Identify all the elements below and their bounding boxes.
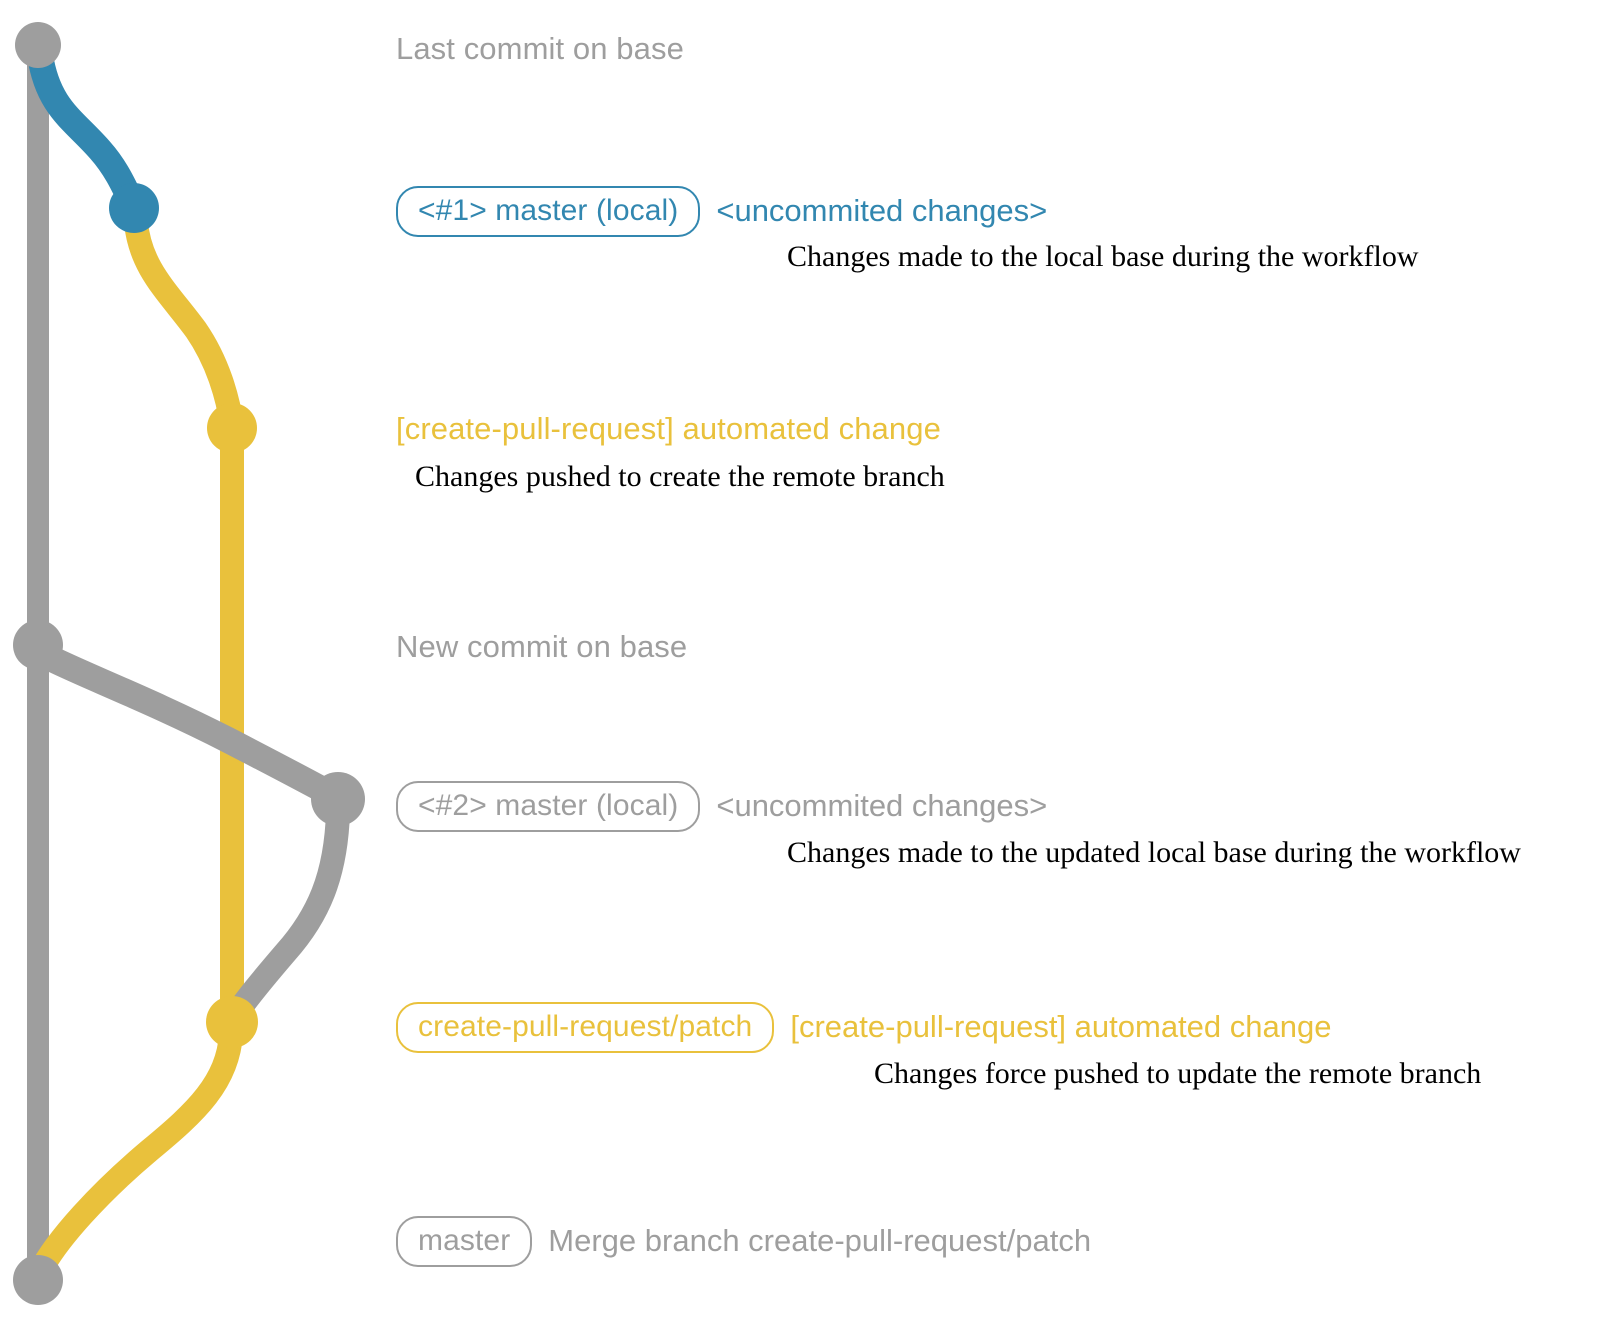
commit-message-local-1: <uncommited changes> (716, 193, 1048, 229)
commit-description-automated-change-1: Changes pushed to create the remote bran… (415, 460, 945, 493)
commit-description-local-2: Changes made to the updated local base d… (787, 836, 1521, 869)
commit-row-automated-change-1: [create-pull-request] automated change (396, 411, 941, 446)
branch-badge-master[interactable]: master (396, 1216, 533, 1267)
commit-row-local-1: <#1> master (local) <uncommited changes> (396, 186, 1047, 237)
branch-badge-master-local-1[interactable]: <#1> master (local) (396, 186, 701, 237)
edge-local-1-to-patch-1 (124, 210, 244, 438)
commit-message-last-commit-on-base: Last commit on base (396, 31, 684, 66)
commit-row-new-commit-on-base: New commit on base (396, 629, 688, 664)
commit-row-master: master Merge branch create-pull-request/… (396, 1216, 1091, 1267)
commit-message-automated-change-1: [create-pull-request] automated change (396, 411, 941, 446)
commit-node-local-2[interactable] (311, 772, 365, 826)
commit-node-local-1[interactable] (109, 183, 159, 233)
commit-message-patch: [create-pull-request] automated change (790, 1009, 1332, 1045)
branch-badge-create-pull-request-patch[interactable]: create-pull-request/patch (396, 1002, 775, 1053)
commit-row-patch: create-pull-request/patch [create-pull-r… (396, 1002, 1331, 1053)
branch-badge-master-local-2[interactable]: <#2> master (local) (396, 781, 701, 832)
edge-base-to-local-1 (27, 42, 146, 218)
commit-message-new-commit-on-base: New commit on base (396, 629, 688, 664)
edge-patch-2-to-master (28, 1022, 243, 1284)
edge-local-2-to-patch-2 (222, 800, 350, 1030)
commit-node-new-commit-on-base[interactable] (13, 620, 63, 670)
commit-description-local-1: Changes made to the local base during th… (787, 240, 1419, 273)
commit-row-local-2: <#2> master (local) <uncommited changes> (396, 781, 1047, 832)
commit-message-master: Merge branch create-pull-request/patch (548, 1223, 1092, 1259)
commit-description-patch: Changes force pushed to update the remot… (874, 1057, 1482, 1090)
commit-row-last-commit-on-base: Last commit on base (396, 31, 684, 66)
commit-message-local-2: <uncommited changes> (716, 788, 1048, 824)
commit-node-patch[interactable] (206, 996, 258, 1048)
edge-base-to-local-2 (31, 642, 349, 810)
commit-node-master[interactable] (13, 1255, 63, 1305)
commit-node-last-commit-on-base[interactable] (15, 22, 61, 68)
commit-node-automated-change-1[interactable] (207, 403, 257, 453)
